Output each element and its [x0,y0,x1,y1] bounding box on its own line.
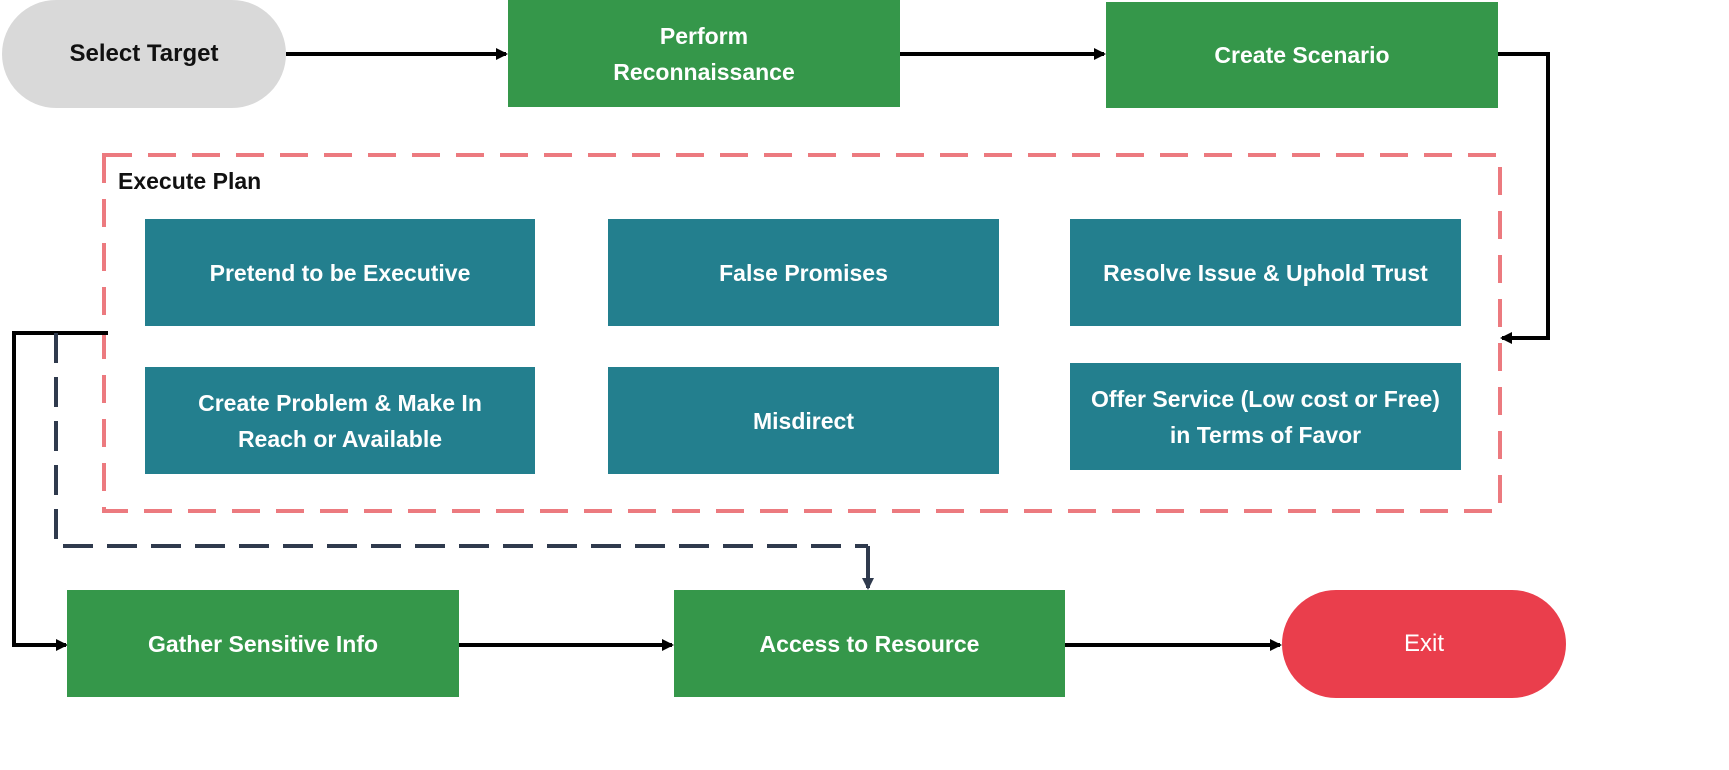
tactic-false-promises: False Promises [608,219,999,326]
select-target-node: Select Target [2,0,286,108]
perform-reconnaissance-node: Perform Reconnaissance [508,0,900,107]
gather-sensitive-info-node: Gather Sensitive Info [67,590,459,697]
arrow-plan-to-gather [12,331,108,651]
tactic-offer-service: Offer Service (Low cost or Free) in Term… [1070,363,1461,470]
tactic-resolve-issue: Resolve Issue & Uphold Trust [1070,219,1461,326]
arrow-plan-to-access-dashed [54,333,868,548]
arrow-scenario-to-plan [1498,52,1550,344]
create-scenario-node: Create Scenario [1106,2,1498,108]
tactic-create-problem: Create Problem & Make In Reach or Availa… [145,367,535,474]
tactic-misdirect: Misdirect [608,367,999,474]
tactic-pretend-executive: Pretend to be Executive [145,219,535,326]
access-to-resource-node: Access to Resource [674,590,1065,697]
exit-node: Exit [1282,590,1566,698]
execute-plan-title: Execute Plan [118,168,262,194]
